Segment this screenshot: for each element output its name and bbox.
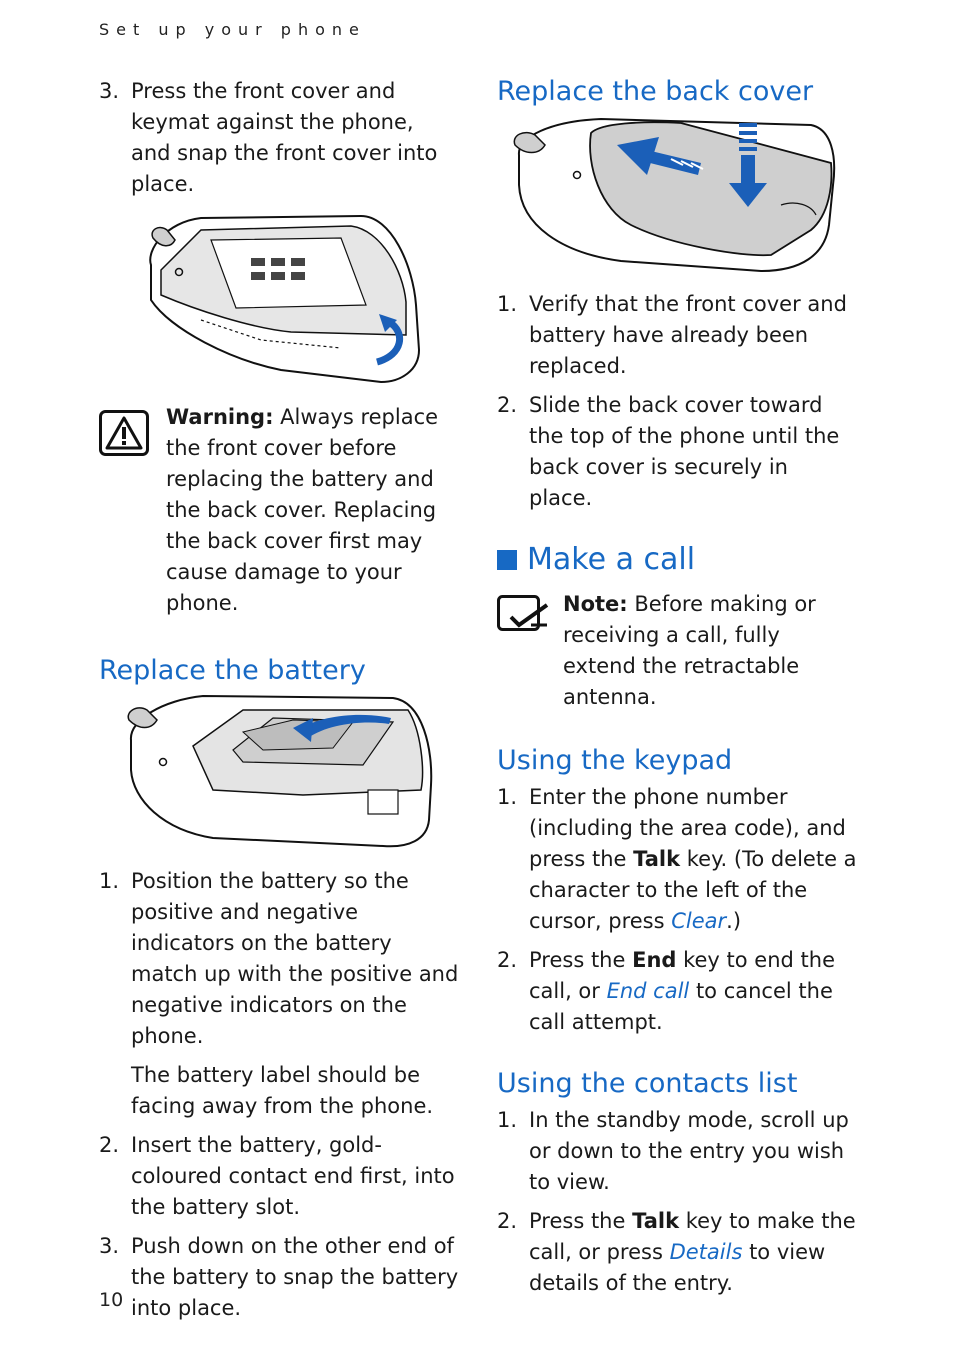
back-cover-step-2: 2. Slide the back cover toward the top o…	[497, 390, 857, 514]
warning-body: Always replace the front cover before re…	[166, 405, 439, 615]
replace-back-cover-heading: Replace the back cover	[497, 76, 814, 107]
step-number: 2.	[497, 1209, 518, 1233]
note-pencil-icon	[497, 595, 549, 713]
warning-triangle-icon	[99, 410, 149, 619]
front-cover-illustration	[149, 214, 421, 384]
step-text: key to end the call, or	[529, 948, 835, 1003]
step-text: key to make the call, or press	[529, 1209, 856, 1264]
step-number: 2.	[99, 1133, 120, 1157]
talk-key-label: Talk	[632, 1209, 680, 1233]
battery-label-note: The battery label should be facing away …	[131, 1063, 434, 1118]
step-text: to view details of the entry.	[529, 1240, 826, 1295]
make-a-call-title: Make a call	[527, 542, 696, 577]
note-callout: Note: Before making or receiving a call,…	[497, 589, 857, 713]
section-square-icon	[497, 549, 517, 570]
details-softkey-label: Details	[669, 1240, 743, 1264]
keypad-step-1: 1. Enter the phone number (including the…	[497, 782, 857, 937]
step-text: In the standby mode, scroll up or down t…	[529, 1108, 849, 1194]
end-key-label: End	[632, 948, 677, 972]
battery-step-2: 2. Insert the battery, gold-coloured con…	[99, 1130, 459, 1223]
step-number: 2.	[497, 948, 518, 972]
step-number: 1.	[497, 1108, 518, 1132]
step-text: Press the	[529, 1209, 633, 1233]
replace-battery-heading: Replace the battery	[99, 655, 366, 686]
warning-text: Warning: Always replace the front cover …	[149, 402, 459, 619]
keypad-step-2: 2. Press the End key to end the call, or…	[497, 945, 857, 1038]
battery-step-1: 1. Position the battery so the positive …	[99, 866, 459, 1052]
back-cover-illustration	[513, 117, 836, 273]
step-text: .)	[726, 909, 742, 933]
back-cover-step-1: 1. Verify that the front cover and batte…	[497, 289, 857, 382]
page-number: 10	[99, 1289, 124, 1311]
note-label: Note:	[563, 592, 628, 616]
step-text: Enter the phone number (including the ar…	[529, 785, 846, 871]
note-text: Note: Before making or receiving a call,…	[549, 589, 857, 713]
step-number: 3.	[99, 79, 120, 103]
step-text: Press the	[529, 948, 633, 972]
note-body: Before making or receiving a call, fully…	[563, 592, 816, 709]
right-column: Replace the back cover 1. Verify that th…	[497, 76, 857, 1307]
battery-step-3: 3. Push down on the other end of the bat…	[99, 1231, 459, 1324]
step-text: Push down on the other end of the batter…	[131, 1234, 459, 1320]
step-text: Verify that the front cover and battery …	[529, 292, 847, 378]
running-head: Set up your phone	[99, 20, 366, 39]
step-number: 1.	[99, 869, 120, 893]
contacts-step-2: 2. Press the Talk key to make the call, …	[497, 1206, 857, 1299]
step-text: Press the front cover and keymat against…	[131, 79, 438, 196]
using-keypad-heading: Using the keypad	[497, 745, 733, 776]
talk-key-label: Talk	[633, 847, 681, 871]
step-text: key. (To delete a character to the left …	[529, 847, 857, 933]
battery-illustration	[127, 694, 433, 848]
step-text: to cancel the call attempt.	[529, 979, 833, 1034]
left-column: 3. Press the front cover and keymat agai…	[99, 76, 459, 1332]
front-cover-step: 3. Press the front cover and keymat agai…	[99, 76, 459, 200]
end-call-softkey-label: End call	[606, 979, 690, 1003]
step-number: 2.	[497, 393, 518, 417]
warning-label: Warning:	[166, 405, 274, 429]
step-number: 1.	[497, 292, 518, 316]
warning-callout: Warning: Always replace the front cover …	[99, 402, 459, 619]
clear-softkey-label: Clear	[671, 909, 727, 933]
step-number: 3.	[99, 1234, 120, 1258]
step-text: Slide the back cover toward the top of t…	[529, 393, 840, 510]
using-contacts-heading: Using the contacts list	[497, 1068, 798, 1099]
step-number: 1.	[497, 785, 518, 809]
step-text: Position the battery so the positive and…	[131, 869, 459, 1048]
make-a-call-heading: Make a call	[497, 542, 857, 577]
contacts-step-1: 1. In the standby mode, scroll up or dow…	[497, 1105, 857, 1198]
step-text: Insert the battery, gold-coloured contac…	[131, 1133, 455, 1219]
